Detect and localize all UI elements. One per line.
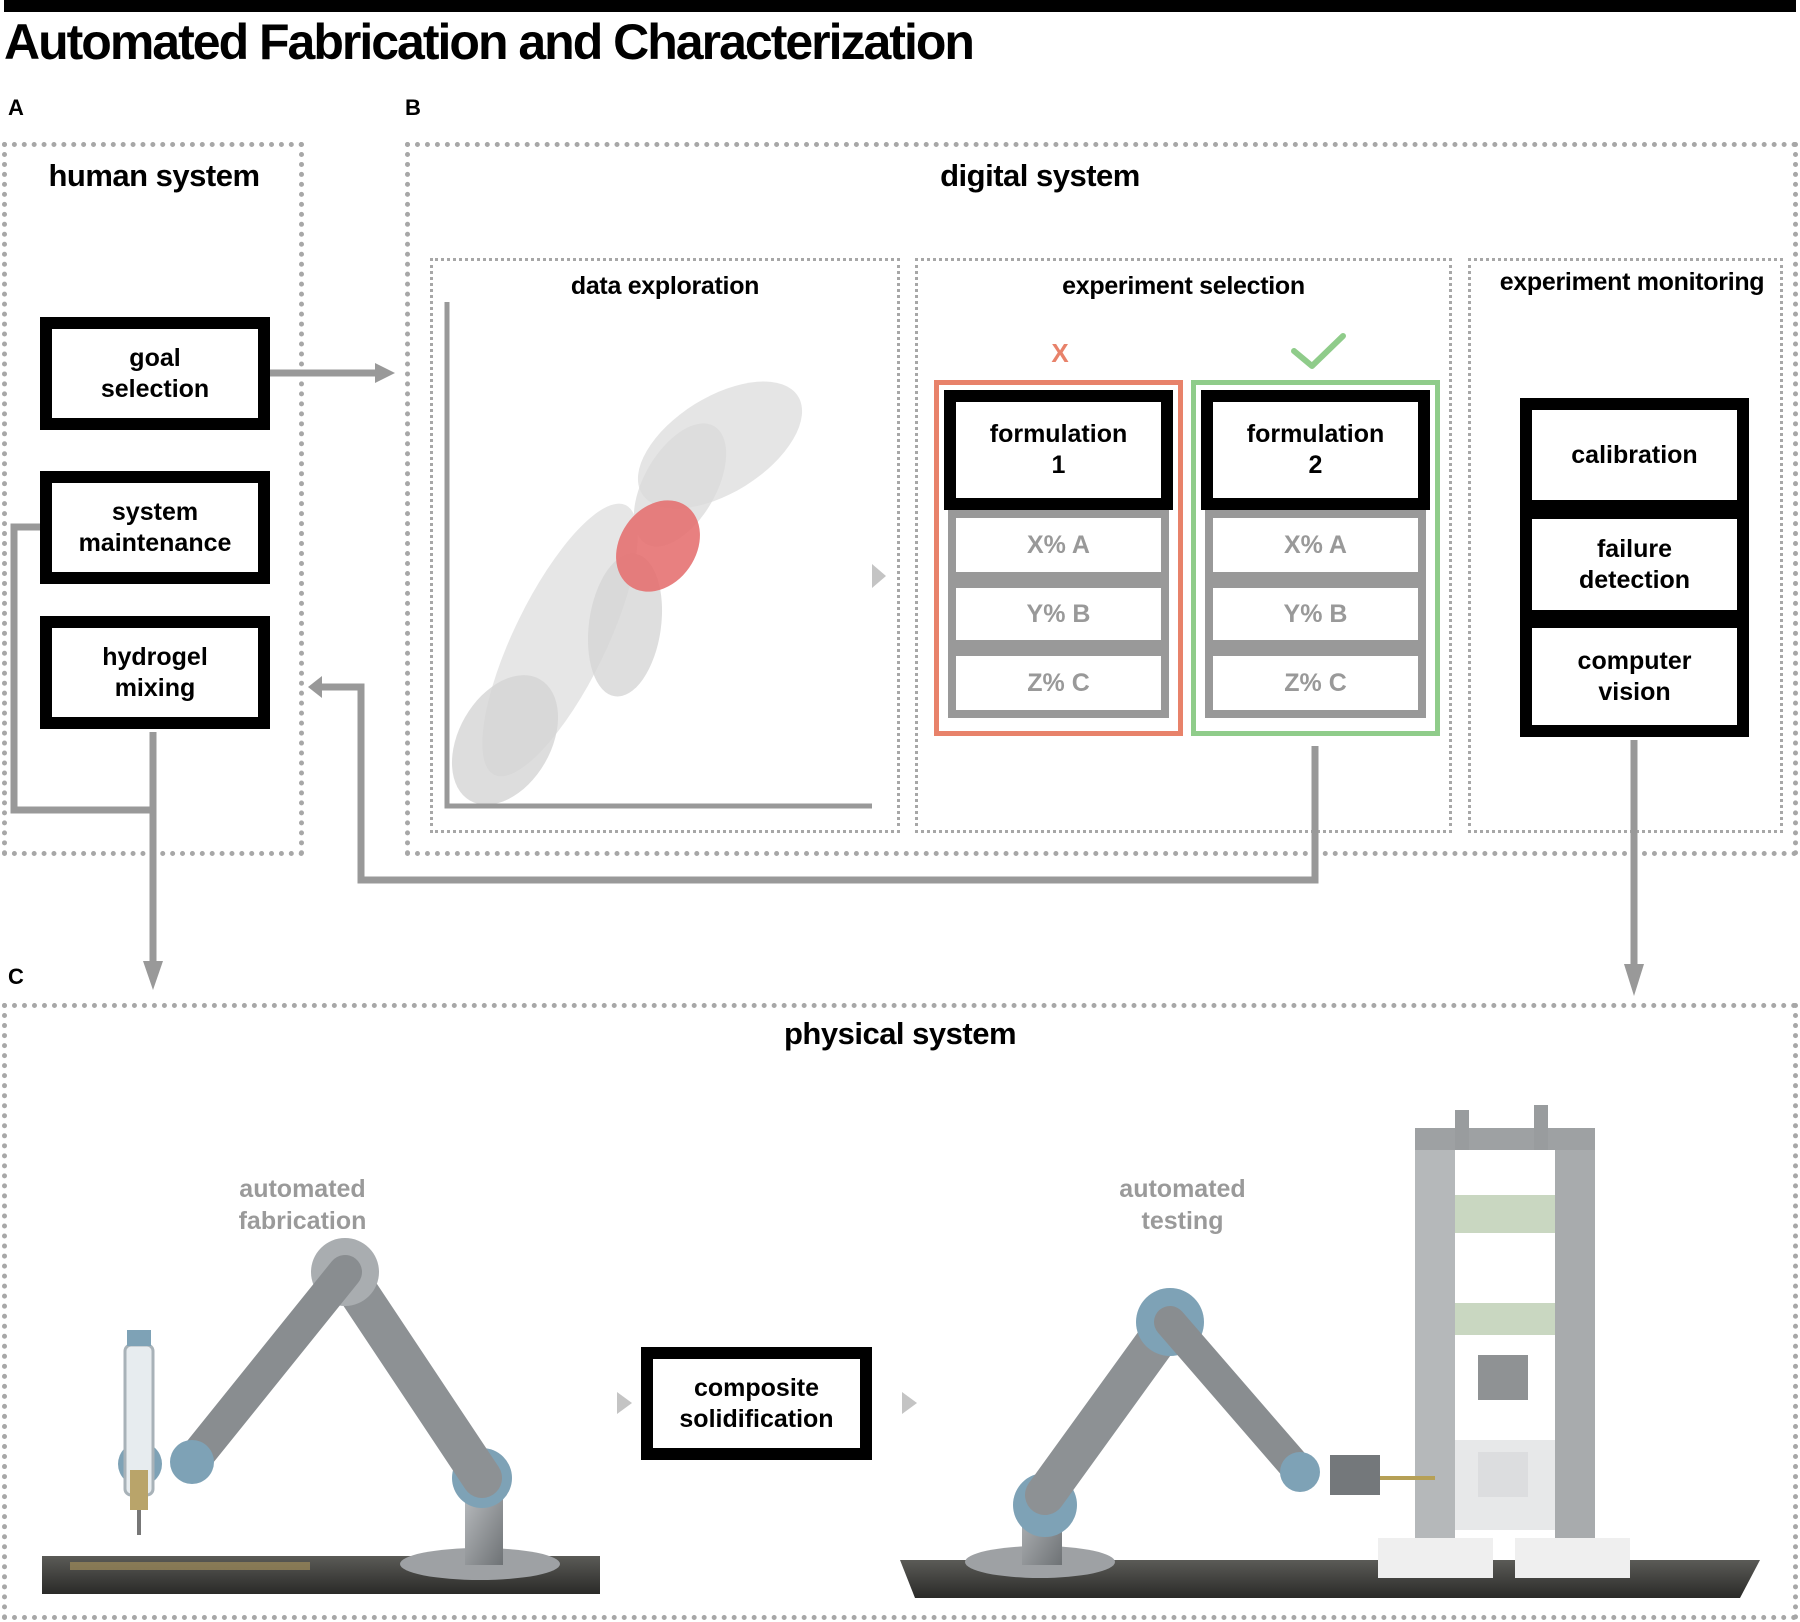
formulation-2-card [1191, 380, 1440, 736]
formulation-2-row-c: Z% C [1205, 648, 1426, 718]
formulation-1-row-a: X% A [948, 510, 1169, 580]
flow-triangle [872, 564, 886, 588]
goal-selection-box: goal selection [40, 317, 270, 430]
experiment-monitoring-heading: experiment monitoring [1499, 268, 1765, 296]
flow-triangle-2 [617, 1392, 632, 1414]
automated-testing-label: automated testing [1119, 1175, 1246, 1235]
formulation-1-card [934, 380, 1183, 736]
panel-letter-b: B [405, 95, 421, 120]
data-exploration-panel [430, 258, 900, 833]
formulation-2-row-a: X% A [1205, 510, 1426, 580]
experiment-monitoring-panel [1468, 258, 1783, 833]
testing-robot-illustration [900, 1105, 1760, 1598]
system-maintenance-box: system maintenance [40, 471, 270, 584]
digital-system-heading: digital system [940, 158, 1140, 193]
human-system-heading: human system [48, 158, 260, 193]
composite-solidification-box: composite solidification [641, 1347, 872, 1460]
computer-vision-box: computer vision [1532, 628, 1737, 725]
physical-system-heading: physical system [783, 1016, 1017, 1051]
formulation-2-row-b: Y% B [1205, 580, 1426, 648]
failure-detection-box: failure detection [1532, 519, 1737, 610]
figure-title: Automated Fabrication and Characterizati… [4, 14, 975, 70]
reject-mark: X [1051, 338, 1069, 368]
formulation-1-row-c: Z% C [948, 648, 1169, 718]
hydrogel-mixing-box: hydrogel mixing [40, 616, 270, 729]
formulation-2-title: formulation 2 [1201, 390, 1430, 510]
plot-axes [444, 302, 872, 809]
formulation-1-row-b: Y% B [948, 580, 1169, 648]
title-rule [4, 0, 1796, 12]
exploration-plot [444, 302, 872, 809]
digital-system-panel [405, 142, 1798, 856]
data-exploration-heading: data exploration [570, 272, 760, 300]
panel-letter-a: A [8, 95, 24, 120]
fabrication-robot-illustration [42, 1238, 600, 1594]
physical-system-panel [2, 1003, 1798, 1620]
selected-region [616, 500, 700, 592]
arrow-heads [143, 363, 1644, 996]
flow-triangle-3 [902, 1392, 917, 1414]
experiment-selection-heading: experiment selection [1062, 272, 1305, 300]
calibration-box: calibration [1532, 410, 1737, 500]
formulation-1-title: formulation 1 [944, 390, 1173, 510]
check-icon [1291, 333, 1346, 369]
flow-arrows [10, 369, 1638, 968]
panel-letter-c: C [8, 964, 24, 989]
automated-fabrication-label: automated fabrication [238, 1175, 367, 1235]
experiment-selection-panel [915, 258, 1452, 833]
